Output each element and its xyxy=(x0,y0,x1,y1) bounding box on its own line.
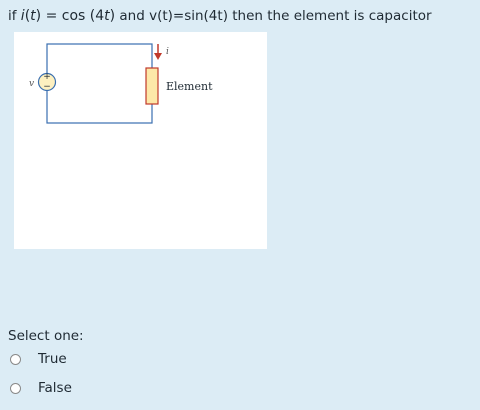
radio-false[interactable] xyxy=(10,382,21,394)
select-one-prompt: Select one: xyxy=(8,328,84,344)
current-label: i xyxy=(166,47,169,57)
radio-true[interactable] xyxy=(10,353,21,365)
option-false[interactable]: False xyxy=(10,380,72,396)
option-false-label[interactable]: False xyxy=(38,380,72,396)
question-current-expression: i(t) = cos (4t) xyxy=(20,8,116,24)
circuit-figure: + − v Element i xyxy=(14,32,267,249)
option-true[interactable]: True xyxy=(10,351,67,367)
current-arrow-icon xyxy=(154,53,162,60)
circuit-wire-loop xyxy=(46,43,153,124)
question-text: if i(t) = cos (4t) and v(t)=sin(4t) then… xyxy=(8,6,432,26)
circuit-element-box xyxy=(145,67,159,105)
question-suffix: and v(t)=sin(4t) then the element is cap… xyxy=(115,8,432,24)
question-prefix: if xyxy=(8,8,21,24)
source-plus-sign: + xyxy=(43,72,51,82)
source-minus-sign: − xyxy=(43,82,51,92)
circuit-diagram: + − v Element i xyxy=(29,43,213,124)
source-voltage-label: v xyxy=(29,79,34,89)
option-true-label[interactable]: True xyxy=(38,351,67,367)
voltage-source-icon xyxy=(37,72,57,92)
element-label: Element xyxy=(166,80,213,93)
